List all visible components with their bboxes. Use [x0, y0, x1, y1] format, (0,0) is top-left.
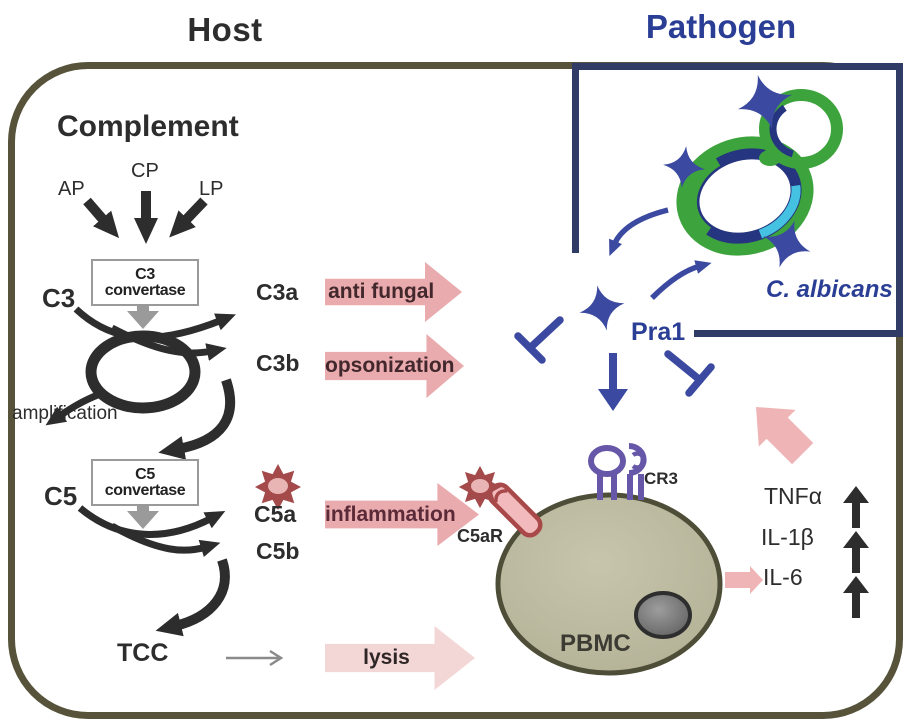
c3a-label: C3a [256, 279, 299, 305]
pra1-inhibition-bars [514, 316, 715, 397]
inflammation-label: inflammation [325, 502, 456, 526]
candida-species-label: C. albicans [766, 276, 893, 303]
pbmc-label: PBMC [560, 630, 631, 657]
cytokine-il1b-label: IL-1β [761, 524, 814, 550]
c3-convertase-box: C3 convertase [91, 259, 199, 306]
c3-convertase-arrow [127, 303, 159, 329]
c3-convertase-line1: C3 [135, 265, 155, 283]
c5ar-label: C5aR [457, 526, 504, 546]
amplification-loop [85, 330, 201, 414]
amplification-label: amplification [12, 403, 118, 424]
host-compartment-border [8, 62, 903, 719]
c5b-label: C5b [256, 538, 300, 564]
c3-to-c5-arrow [158, 378, 236, 460]
opsonization-label: opsonization [325, 354, 455, 377]
c3-convertase-line2: convertase [104, 281, 186, 299]
ap-arrow [83, 197, 120, 239]
pra1-release-arrows [609, 207, 712, 300]
c5a-label: C5a [254, 501, 297, 527]
pathogen-title: Pathogen [645, 8, 797, 45]
c5-convertase-box: C5 convertase [91, 459, 199, 506]
pbmc-nucleus [634, 591, 692, 639]
pathway-cp-label: CP [131, 160, 159, 182]
cytokine-il6-label: IL-6 [763, 564, 803, 590]
c5-cleavage-arrows [77, 505, 226, 558]
lysis-label: lysis [363, 646, 410, 669]
c5-convertase-line1: C5 [135, 465, 155, 483]
c5a-molecule-icon [255, 464, 301, 510]
c3-label: C3 [42, 283, 76, 313]
c5-convertase-line2: convertase [104, 481, 186, 499]
pathogen-box-border-bottom [694, 330, 903, 337]
c3b-label: C3b [256, 350, 300, 376]
amplification-arrow [45, 390, 102, 426]
pathogen-box-border-right [896, 63, 903, 337]
pathway-arrows [83, 191, 208, 244]
pathogen-box-background [572, 63, 903, 337]
anti-fungal-label: anti fungal [328, 280, 435, 303]
pbmc-to-cytokines-arrow [725, 566, 763, 594]
cytokine-tnfa-label: TNFα [764, 483, 823, 509]
host-title: Host [187, 11, 263, 48]
cytokine-feedback-arrows [725, 407, 814, 594]
c5ar-receptor [458, 465, 543, 538]
feedback-up-left-arrow [756, 407, 814, 465]
cr3-label: CR3 [644, 469, 679, 488]
c5b-to-tcc-arrow [155, 558, 230, 637]
pra1-free-star [574, 280, 630, 336]
tcc-lysis-arrow [226, 649, 284, 667]
candida-cell-image [676, 89, 843, 256]
cytokine-increase-arrows [843, 486, 869, 618]
lp-arrow [169, 197, 208, 238]
pra1-to-pbmc-arrow [598, 353, 628, 411]
pathway-ap-label: AP [58, 178, 85, 200]
pathogen-box-border-top [572, 63, 903, 70]
complement-heading: Complement [57, 110, 239, 143]
tcc-label: TCC [117, 639, 169, 667]
c5-label: C5 [44, 481, 78, 511]
cr3-receptors [588, 443, 647, 500]
pathway-lp-label: LP [199, 178, 224, 200]
c3-cleavage-arrows [45, 306, 236, 426]
pathogen-box-border-left [572, 63, 579, 253]
pra1-label: Pra1 [631, 318, 686, 346]
c5-convertase-arrow [127, 503, 159, 529]
